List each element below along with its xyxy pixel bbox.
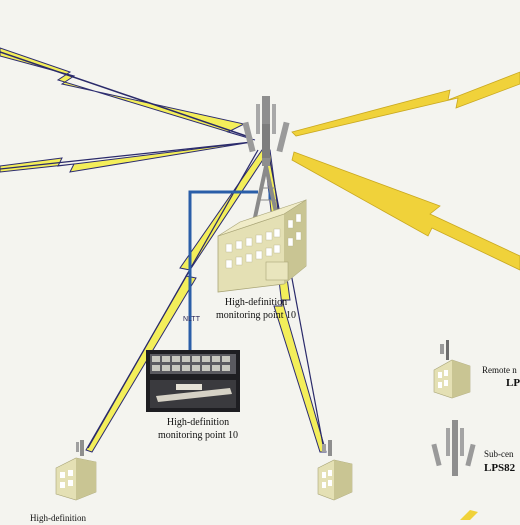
wireless-link-right [292,152,520,270]
wireless-link-upper-left [0,48,255,140]
room-point-label-line2: monitoring point 10 [138,429,258,442]
sub-center-antenna-icon [431,420,475,476]
monitoring-station-icon [318,440,352,500]
main-point-label: High-definition monitoring point 10 [196,296,316,322]
room-point-label-line1: High-definition [138,416,258,429]
main-point-label-line1: High-definition [196,296,316,309]
link-tag: NLTT [183,316,200,323]
cell-tower-icon [242,96,289,166]
room-point-label: High-definition monitoring point 10 [138,416,258,442]
remote-station-icon [434,340,470,398]
remote-node-label: Remote n [482,364,517,377]
subcenter-label: Sub-cen [484,448,514,461]
wireless-link-upper-right [292,72,520,136]
subcenter-code: LPS82 [484,462,515,474]
remote-node-code: LP [506,377,520,389]
main-point-label-line2: monitoring point 10 [196,309,316,322]
bottom-left-label: High-definition [30,512,86,525]
office-building-icon [218,166,306,292]
monitoring-room-photo-icon [146,350,240,412]
wireless-link-left [0,142,252,172]
wireless-link-bottom-right [460,510,478,520]
